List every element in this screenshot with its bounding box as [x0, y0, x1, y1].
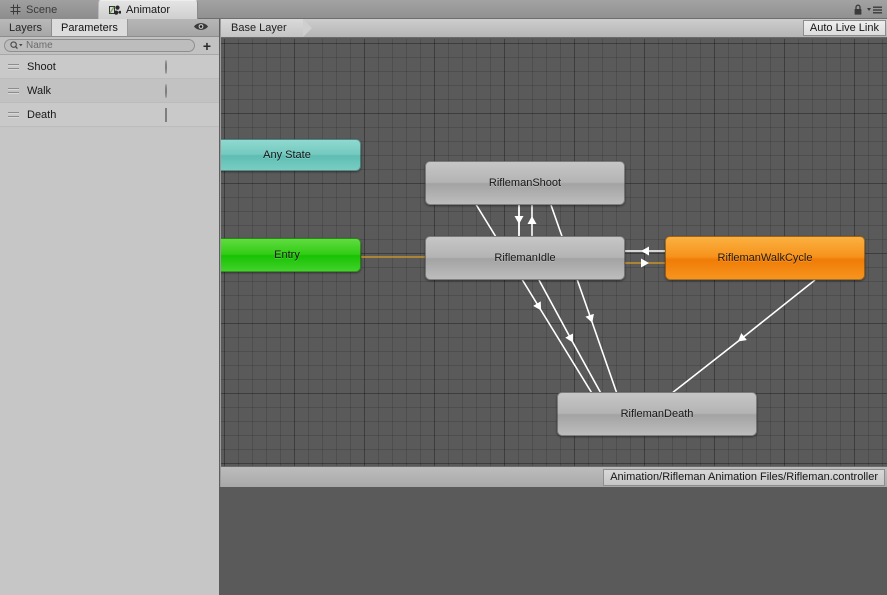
parameter-name: Shoot	[27, 60, 56, 73]
graph-canvas[interactable]: Any State Entry RiflemanShoot RiflemanId…	[221, 39, 887, 466]
controller-path-label: Animation/Rifleman Animation Files/Rifle…	[610, 471, 878, 483]
parameter-search-row: Name +	[0, 37, 219, 55]
window-controls	[853, 2, 883, 17]
drag-handle-icon[interactable]	[8, 111, 19, 118]
parameter-list-empty-area	[0, 127, 219, 595]
parameter-row-death[interactable]: Death	[0, 103, 219, 127]
state-node-label: Entry	[274, 249, 300, 261]
drag-handle-icon[interactable]	[8, 87, 19, 94]
add-parameter-button[interactable]: +	[202, 37, 212, 54]
state-node-any-state[interactable]: Any State	[221, 139, 361, 171]
state-node-label: RiflemanDeath	[620, 408, 694, 420]
tab-animator-label: Animator	[126, 4, 171, 16]
auto-live-link-label: Auto Live Link	[809, 22, 879, 34]
state-node-entry[interactable]: Entry	[221, 238, 361, 272]
tab-animator[interactable]: Animator	[98, 0, 198, 19]
trigger-toggle-walk[interactable]	[165, 83, 167, 98]
parameter-list: Shoot Walk Death	[0, 55, 219, 127]
parameter-row-walk[interactable]: Walk	[0, 79, 219, 103]
state-node-rifleman-shoot[interactable]: RiflemanShoot	[425, 161, 625, 205]
state-node-label: RiflemanShoot	[488, 177, 562, 189]
animator-icon	[109, 5, 121, 16]
graph-toolbar: Base Layer Auto Live Link	[221, 19, 887, 38]
parameter-row-shoot[interactable]: Shoot	[0, 55, 219, 79]
state-node-label: RiflemanWalkCycle	[717, 252, 813, 264]
grid-icon	[10, 4, 21, 15]
parameter-name: Death	[27, 108, 57, 121]
state-node-label: Any State	[263, 149, 311, 161]
drag-handle-icon[interactable]	[8, 63, 19, 70]
parameters-panel: Layers Parameters	[0, 19, 220, 595]
eye-icon[interactable]	[193, 21, 209, 32]
auto-live-link-button[interactable]: Auto Live Link	[802, 20, 886, 36]
tab-scene-label: Scene	[26, 3, 58, 16]
tab-parameters[interactable]: Parameters	[52, 19, 128, 36]
state-node-rifleman-death[interactable]: RiflemanDeath	[557, 392, 757, 436]
tab-layers[interactable]: Layers	[0, 19, 53, 36]
breadcrumb[interactable]: Base Layer	[221, 19, 312, 37]
parameter-name: Walk	[27, 84, 52, 97]
status-bar: Animation/Rifleman Animation Files/Rifle…	[221, 466, 887, 487]
search-icon	[10, 41, 23, 50]
panel-tab-bar: Layers Parameters	[0, 19, 219, 37]
window-tab-strip: Scene Animator	[0, 0, 887, 19]
controller-path: Animation/Rifleman Animation Files/Rifle…	[603, 468, 885, 486]
search-placeholder: Name	[26, 40, 53, 51]
bool-checkbox-death[interactable]	[165, 107, 167, 122]
tab-parameters-label: Parameters	[61, 21, 118, 34]
search-input[interactable]: Name	[4, 39, 195, 52]
tab-layers-label: Layers	[9, 21, 43, 34]
lock-icon[interactable]	[853, 4, 863, 16]
breadcrumb-label: Base Layer	[231, 22, 287, 34]
hamburger-menu-icon[interactable]	[867, 4, 883, 16]
tab-scene[interactable]: Scene	[0, 0, 98, 19]
trigger-toggle-shoot[interactable]	[165, 59, 167, 74]
state-node-rifleman-idle[interactable]: RiflemanIdle	[425, 236, 625, 280]
state-node-label: RiflemanIdle	[494, 252, 556, 264]
state-machine-graph: Base Layer Auto Live Link	[221, 19, 887, 487]
state-node-rifleman-walk-cycle[interactable]: RiflemanWalkCycle	[665, 236, 865, 280]
